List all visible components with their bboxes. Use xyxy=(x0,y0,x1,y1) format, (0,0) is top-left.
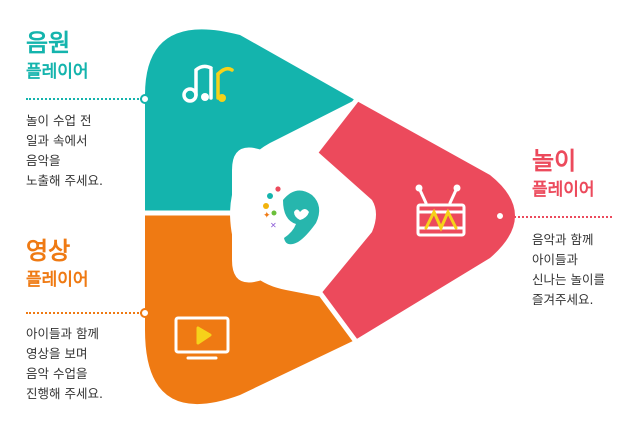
mascot-icon: ✦ ✕ xyxy=(263,186,320,245)
drum-icon xyxy=(415,184,466,237)
svg-text:✕: ✕ xyxy=(270,221,277,230)
video-description: 아이들과 함께 영상을 보며 음악 수업을 진행해 주세요. xyxy=(26,326,103,401)
tv-play-icon xyxy=(174,316,230,360)
play-title: 놀이 xyxy=(532,147,577,175)
music-notes-icon xyxy=(182,64,234,103)
play-subtitle: 플레이어 xyxy=(532,180,595,200)
music-connector-dot xyxy=(140,94,150,104)
music-description: 놀이 수업 전 일과 속에서 음악을 노출해 주세요. xyxy=(26,113,103,188)
play-description: 음악과 함께 아이들과 신나는 놀이를 즐겨주세요. xyxy=(532,232,605,307)
video-title: 영상 xyxy=(26,237,71,265)
music-title: 음원 xyxy=(26,29,71,57)
video-connector-dot xyxy=(140,308,150,318)
play-connector-dot xyxy=(495,211,505,221)
svg-text:✦: ✦ xyxy=(263,211,271,221)
video-subtitle: 플레이어 xyxy=(26,270,89,290)
music-subtitle: 플레이어 xyxy=(26,62,89,82)
